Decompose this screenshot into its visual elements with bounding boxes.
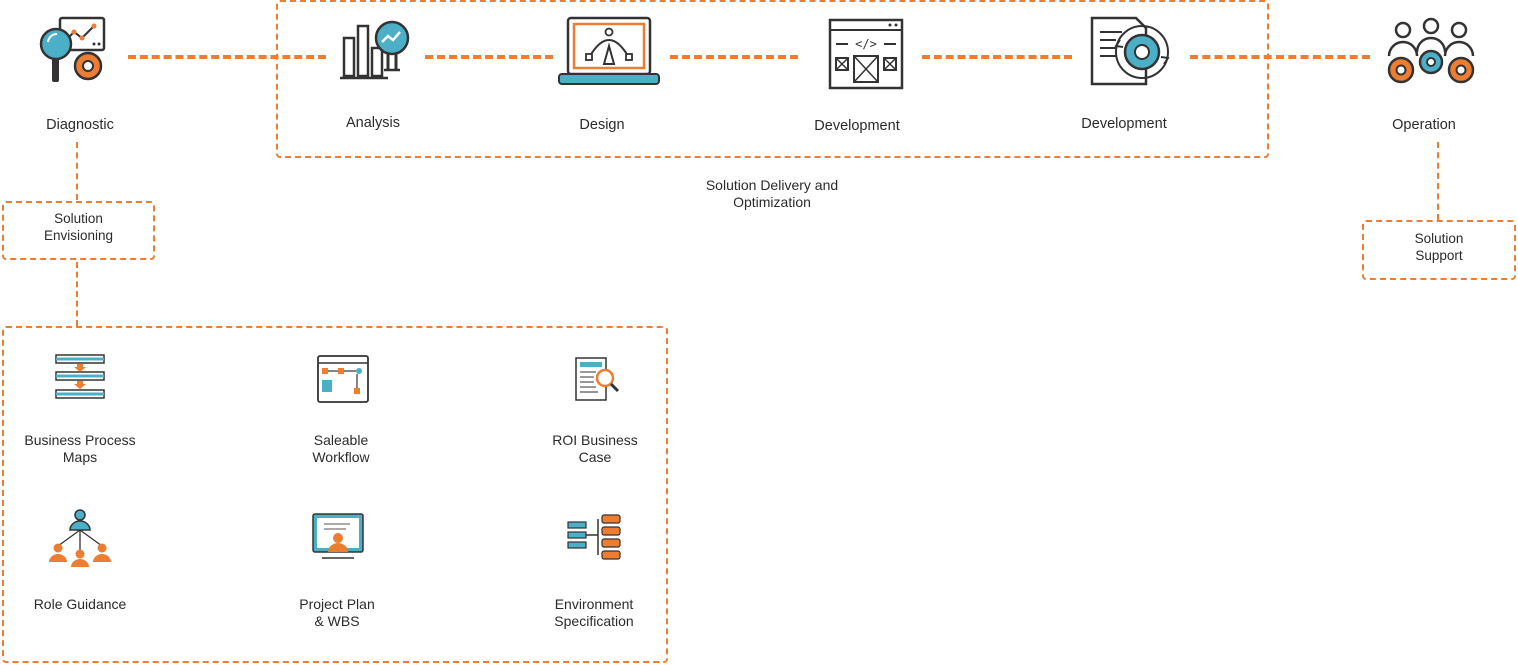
connector-operation-support	[1437, 142, 1439, 220]
project-plan-wbs-label: Project Plan & WBS	[267, 596, 407, 630]
project-plan-wbs-label-line2: & WBS	[314, 613, 360, 629]
solution-envisioning-box	[2, 201, 155, 260]
stage-label-development-1: Development	[814, 118, 900, 134]
saleable-workflow-label-line2: Workflow	[312, 449, 370, 465]
development-code-icon: </>	[828, 18, 904, 90]
roi-business-case-label-line2: Case	[578, 449, 612, 465]
environment-specification-icon	[566, 514, 624, 560]
role-guidance-icon	[46, 506, 114, 568]
connector-diagnostic-analysis	[128, 55, 326, 59]
solution-envisioning-label-line2: Envisioning	[43, 228, 114, 243]
solution-delivery-label-line1: Solution Delivery and	[705, 177, 839, 193]
connector-analysis-design	[425, 55, 553, 59]
solution-support-label-line1: Solution	[1414, 231, 1464, 246]
solution-envisioning-label: Solution Envisioning	[2, 210, 155, 244]
svg-text:</>: </>	[855, 37, 877, 51]
connector-development-operation	[1190, 55, 1370, 59]
solution-delivery-label-line2: Optimization	[733, 194, 811, 210]
business-process-maps-icon	[54, 352, 106, 402]
business-process-maps-label-line1: Business Process	[24, 432, 136, 448]
connector-design-development	[670, 55, 798, 59]
saleable-workflow-icon	[316, 354, 370, 404]
solution-support-box	[1362, 220, 1516, 280]
saleable-workflow-label-line1: Saleable	[313, 432, 369, 448]
environment-specification-label-line1: Environment	[554, 596, 634, 612]
environment-specification-label-line2: Specification	[554, 613, 634, 629]
project-plan-wbs-icon	[310, 512, 366, 564]
stage-label-operation: Operation	[1392, 117, 1456, 133]
analysis-icon	[338, 18, 412, 84]
connector-envisioning-deliverables	[76, 262, 78, 326]
roi-business-case-label: ROI Business Case	[525, 432, 665, 466]
roi-business-case-label-line1: ROI Business	[552, 432, 638, 448]
connector-development-development	[922, 55, 1072, 59]
solution-delivery-group-box	[276, 0, 1269, 158]
roi-business-case-icon	[572, 354, 622, 404]
design-icon	[558, 16, 660, 88]
stage-label-analysis: Analysis	[346, 115, 400, 131]
deliverables-box	[2, 326, 668, 663]
solution-delivery-label: Solution Delivery and Optimization	[672, 177, 872, 211]
solution-support-label-line2: Support	[1415, 248, 1463, 263]
operation-team-icon	[1383, 16, 1481, 88]
project-plan-wbs-label-line1: Project Plan	[299, 596, 375, 612]
development-gear-icon	[1086, 14, 1182, 88]
stage-label-diagnostic: Diagnostic	[46, 117, 114, 133]
environment-specification-label: Environment Specification	[524, 596, 664, 630]
connector-diagnostic-envisioning	[76, 142, 78, 200]
business-process-maps-label-line2: Maps	[62, 449, 98, 465]
saleable-workflow-label: Saleable Workflow	[271, 432, 411, 466]
role-guidance-label: Role Guidance	[33, 596, 127, 612]
solution-support-label: Solution Support	[1362, 230, 1516, 264]
business-process-maps-label: Business Process Maps	[10, 432, 150, 466]
diagnostic-icon	[36, 16, 126, 90]
solution-envisioning-label-line1: Solution	[54, 211, 103, 226]
stage-label-development-2: Development	[1081, 116, 1167, 132]
stage-label-design: Design	[579, 117, 625, 133]
